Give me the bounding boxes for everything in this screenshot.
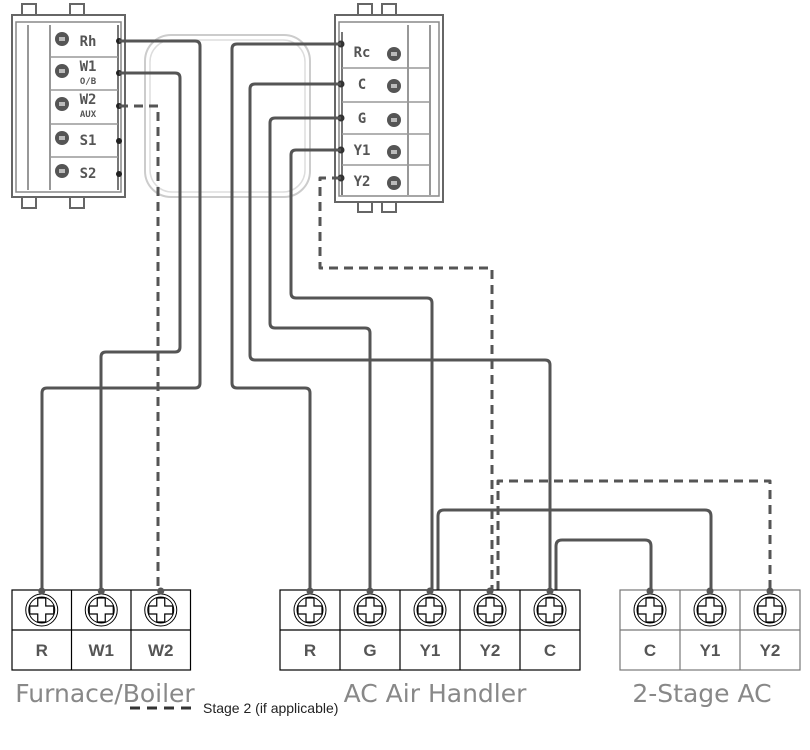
terminal-label: W2: [148, 641, 174, 660]
wire-y1-y1: [289, 148, 434, 590]
screw-terminal-icon: [144, 593, 178, 627]
connection-dot: [486, 587, 494, 595]
wire-c-c: [248, 82, 552, 590]
terminal-label: C: [358, 77, 366, 93]
connection-dot: [157, 587, 165, 595]
screw-terminal-icon: [25, 593, 59, 627]
terminal-label: Y2: [760, 641, 781, 660]
connection-dot: [116, 171, 122, 177]
screw-terminal-icon: [633, 593, 667, 627]
connection-dot: [706, 587, 714, 595]
wire-rh-r: [40, 39, 202, 590]
connection-dot: [38, 587, 46, 595]
terminal-y1: Y1: [337, 133, 430, 159]
connection-dot: [97, 587, 105, 595]
terminal-label: R: [36, 641, 48, 660]
terminal-label: G: [358, 111, 366, 127]
wire-w2-w2: [119, 104, 160, 590]
terminal-label: S2: [80, 166, 97, 182]
screw-terminal-icon: [473, 593, 507, 627]
wire-ac-c-stage-c: [554, 538, 653, 590]
terminal-label: G: [363, 641, 376, 660]
connection-dot: [766, 587, 774, 595]
screw-terminal-icon: [293, 593, 327, 627]
wire-ac-y2-stage-y2: [496, 479, 772, 590]
two-stage-ac-title: 2-Stage AC: [632, 679, 771, 708]
terminal-sublabel: AUX: [80, 110, 97, 120]
terminal-label: Rc: [354, 45, 371, 61]
terminal-label: W2: [80, 92, 97, 108]
screw-terminal-icon: [533, 593, 567, 627]
wire-g-g: [268, 116, 372, 590]
wire-ac-y1-stage-y1: [436, 508, 713, 590]
connection-dot: [306, 587, 314, 595]
connection-dot: [646, 587, 654, 595]
wire-rc-r: [230, 42, 341, 590]
connection-dot: [366, 587, 374, 595]
wire-y2-y2: [318, 176, 494, 590]
screw-terminal-icon: [353, 593, 387, 627]
connection-dot: [116, 138, 122, 144]
thermostat-outline-inner: [149, 39, 306, 193]
terminal-sublabel: O/B: [80, 77, 97, 87]
connection-dot: [426, 587, 434, 595]
terminal-y2: Y2: [337, 164, 430, 190]
screw-terminal-icon: [693, 593, 727, 627]
screw-terminal-icon: [84, 593, 118, 627]
terminal-rh: Rh: [55, 32, 122, 50]
terminal-label: Rh: [80, 34, 97, 50]
screw-terminal-icon: [753, 593, 787, 627]
terminal-label: R: [304, 641, 316, 660]
terminal-label: W1: [80, 59, 97, 75]
thermostat-outline: [144, 34, 311, 198]
wire-w1-w1: [99, 71, 182, 590]
terminal-label: Y2: [354, 174, 371, 190]
terminal-label: C: [544, 641, 556, 660]
terminal-label: Y1: [420, 641, 441, 660]
legend-label: Stage 2 (if applicable): [203, 700, 338, 716]
wires: [40, 39, 772, 590]
terminal-label: Y1: [354, 143, 371, 159]
terminal-label: W1: [89, 641, 115, 660]
terminal-s1: S1: [50, 123, 122, 149]
terminal-g: G: [337, 101, 430, 127]
terminal-label: Y1: [700, 641, 721, 660]
terminal-s2: S2: [50, 156, 122, 182]
connection-dot: [546, 587, 554, 595]
terminal-label: C: [644, 641, 656, 660]
terminal-label: S1: [80, 133, 97, 149]
ac-air-handler-title: AC Air Handler: [344, 679, 527, 708]
screw-terminal-icon: [413, 593, 447, 627]
two-stage-ac-block: C Y1 Y2 2-Stage AC: [619, 587, 801, 708]
right-terminal-block: [334, 3, 444, 213]
furnace-boiler-title: Furnace/Boiler: [15, 679, 195, 708]
terminal-label: Y2: [480, 641, 501, 660]
ac-air-handler-block: R G Y1 Y2 C AC Air Handler: [279, 587, 581, 708]
